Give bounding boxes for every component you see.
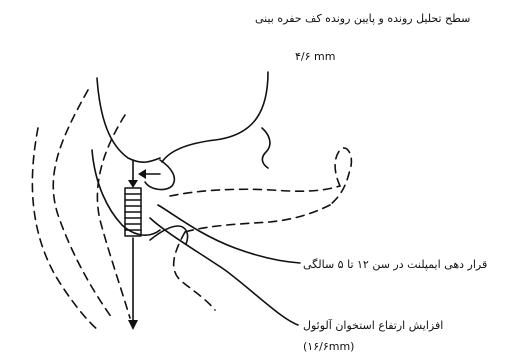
arrow-side-head bbox=[138, 169, 146, 179]
outline-hook bbox=[262, 128, 270, 168]
dashed-lower-right bbox=[174, 232, 215, 310]
bottom-label: افزایش ارتفاع استخوان آلوئول bbox=[303, 319, 443, 332]
top-label: سطح تحلیل رونده و پایین رونده کف حفره بی… bbox=[255, 12, 470, 25]
dashed-left-long bbox=[32, 128, 98, 330]
middle-label: قرار دهی ایمپلنت در سن ۱۲ تا ۵ سالگی bbox=[303, 258, 487, 271]
bottom-value-label: (۱۶/۶mm) bbox=[303, 340, 354, 353]
top-value-label: ۴/۶ mm bbox=[295, 50, 335, 63]
arrow-upper-head bbox=[128, 180, 138, 188]
dashed-middle-right bbox=[185, 205, 330, 232]
outline-upper-left bbox=[97, 78, 160, 162]
outline-lower-tooth bbox=[158, 205, 300, 263]
outline-anterior bbox=[92, 150, 160, 235]
outline-lower-root bbox=[150, 218, 298, 325]
dashed-floor bbox=[170, 186, 340, 196]
dashed-outer-profile bbox=[53, 90, 112, 318]
arrow-lower-head bbox=[128, 320, 138, 330]
dashed-right-upper bbox=[330, 148, 351, 205]
outline-upper-right bbox=[162, 72, 268, 162]
